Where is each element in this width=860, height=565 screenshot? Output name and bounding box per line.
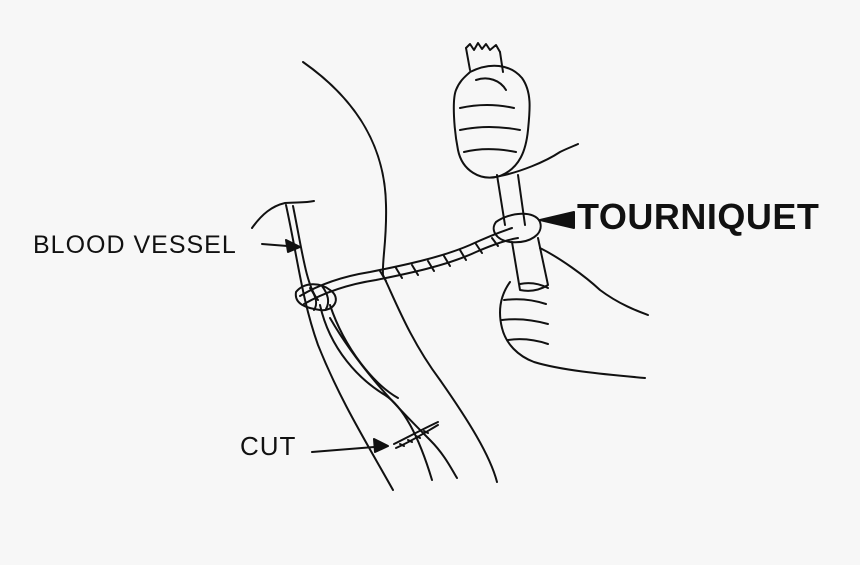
tourniquet-label: TOURNIQUET <box>577 196 819 238</box>
cut-label: CUT <box>240 431 296 462</box>
tourniquet-band <box>296 214 541 310</box>
arm-back-contour <box>330 318 457 478</box>
arm-outer-contour <box>303 62 497 482</box>
lower-hand <box>500 248 648 378</box>
cut-arrowhead <box>374 439 388 452</box>
upper-hand <box>454 66 578 178</box>
arm <box>252 62 497 490</box>
blood-vessel <box>293 206 432 480</box>
blood-vessel-label: BLOOD VESSEL <box>33 231 237 260</box>
arm-top-edge <box>252 201 314 228</box>
pointer-arrows <box>262 212 574 452</box>
tourniquet-arrowhead <box>540 212 574 228</box>
